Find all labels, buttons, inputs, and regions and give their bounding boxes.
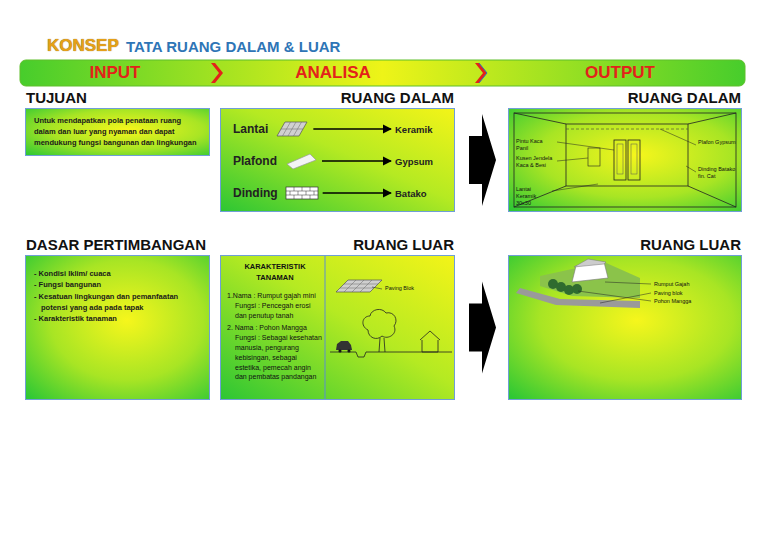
panel-heading: TUJUAN [26,89,87,106]
panel-heading: DASAR PERTIMBANGAN [26,236,206,253]
tile-grid [281,122,303,136]
brick-icon [285,184,319,202]
material-name: Plafond [233,154,277,168]
callout-label: Plafon Gypsum [698,139,738,146]
tree-trunk [379,338,385,352]
bar-chevron [479,63,487,83]
car-symbol [336,341,352,350]
panel-text: - Fungsi bangunan [34,279,206,290]
material-arrow [322,160,391,161]
panel-heading: RUANG DALAM [628,89,741,106]
ceil-icon [284,152,318,170]
stage-label: OUTPUT [585,63,655,83]
ground-line [330,352,452,357]
door-panel [614,140,626,180]
material-name: Lantai [233,122,268,136]
material-item: Lantai [233,117,309,141]
block-arrow [469,282,496,374]
bar-chevron [211,63,223,83]
material-item: Batako [395,181,427,205]
panel-text: 1.Nama : Rumput gajah mini [227,291,323,301]
callout-label: Paving Blok [385,285,425,292]
panel-text: Fungsi : Sebagai kesehatan manusia, peng… [227,333,323,382]
paving-grid [340,280,378,292]
callout-label: Paving blok [654,290,714,297]
panel-heading: RUANG DALAM [341,89,454,106]
window-frame [588,148,600,166]
door-panel [628,140,640,180]
callout-label: Lantai Keramik 30x30 [516,186,551,207]
header-bar [20,60,745,86]
leader-line [578,282,651,303]
concept-panel: RUANG DALAMLantaiKeramikPlafondGypsumDin… [220,108,455,212]
panel-fill [508,108,742,212]
callout-label: Dinding Batako fin. Cat [698,166,738,180]
stage-label: ANALISA [295,63,371,83]
panel-fill [25,108,210,156]
panel-fill [220,108,455,212]
concept-panel: RUANG LUARKARAKTERISTIK TANAMAN1.Nama : … [220,255,455,400]
house-symbol [420,331,440,352]
door-glass [631,144,637,174]
ceiling-line [566,129,688,130]
concept-panel: DASAR PERTIMBANGAN- Kondisi Iklim/ cuaca… [25,255,210,400]
material-name: Gypsum [395,156,433,167]
panel-heading: RUANG LUAR [353,236,454,253]
panel-heading: RUANG LUAR [640,236,741,253]
room-outline [514,113,736,207]
callout-label: Pintu Kaca Panil [516,138,556,152]
callout-label: Pohon Mangga [654,298,714,305]
subtitle: TATA RUANG DALAM & LUAR [126,38,340,55]
concept-panel: TUJUANUntuk mendapatkan pola penataan ru… [25,108,210,156]
tile-icon [275,120,309,138]
material-name: Dinding [233,186,278,200]
room-edge [514,113,736,207]
title: KONSEP [47,36,119,56]
panel-text: KARAKTERISTIK TANAMAN [227,262,323,283]
material-arrow [323,192,391,193]
leader-line [372,287,382,289]
block-arrow [469,114,496,206]
panel-text: - Kondisi Iklim/ cuaca [34,268,206,279]
stage-label: INPUT [90,63,141,83]
house-roof [574,259,606,267]
panel-fill [25,255,210,400]
door-glass [617,144,623,174]
material-item: Dinding [233,181,319,205]
callout-label: Rumput Gajah [654,281,714,288]
bar-chevron [475,63,487,83]
panel-fill [508,255,742,400]
panel-text: Fungsi : Pencegah erosi dan penutup tana… [227,301,323,321]
concept-panel: RUANG LUAR [508,255,742,400]
panel-text: - Kesatuan lingkungan dan pemanfaatan po… [34,291,206,314]
callout-label: Kusen Jendela Kaca & Besi [516,155,556,169]
paving-symbol [336,280,382,292]
tile-outline [277,122,307,136]
material-name: Keramik [395,124,433,135]
tree-crown [572,284,582,294]
brick-lines [286,187,318,199]
divider-line [325,256,326,399]
material-name: Batako [395,188,427,199]
material-item: Plafond [233,149,318,173]
material-item: Keramik [395,117,433,141]
panel-text: - Karakteristik tanaman [34,313,206,324]
leader-line [552,129,696,191]
material-item: Gypsum [395,149,433,173]
tree-symbol [363,309,396,338]
ceiling-board [287,154,316,169]
panel-text: Untuk mendapatkan pola penataan ruang da… [34,116,204,149]
material-arrow [313,128,391,129]
panel-fill [220,255,455,400]
brick-outline [286,187,318,199]
panel-text: 2. Nama : Pohon Mangga [227,323,323,333]
